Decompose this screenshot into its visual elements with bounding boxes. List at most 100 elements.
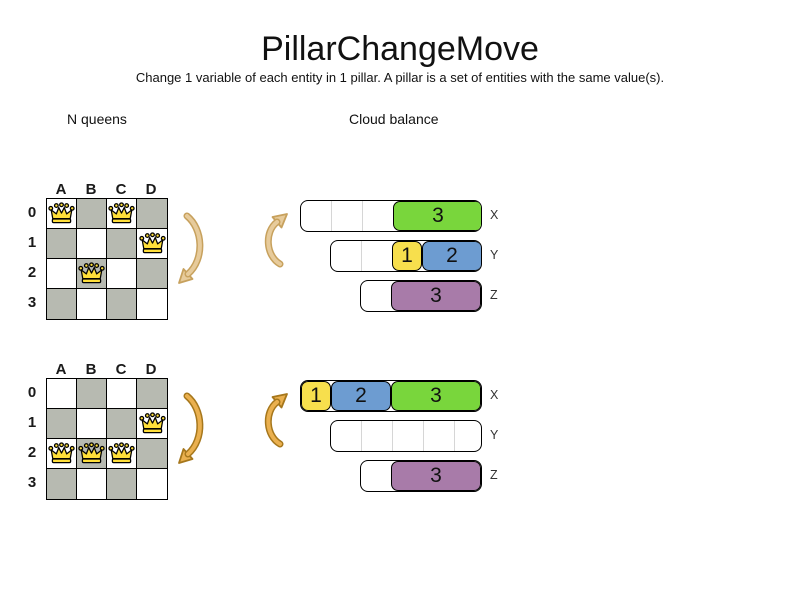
board-cell [107, 229, 137, 259]
board-cell-queen [107, 439, 137, 469]
board-cell [137, 469, 167, 499]
section-label-nqueens: N queens [67, 111, 127, 127]
row-label: 0 [27, 204, 37, 221]
empty-cell [454, 421, 481, 451]
board-cell [137, 199, 167, 229]
board-cell [77, 229, 107, 259]
board-cell [107, 379, 137, 409]
column-label: B [85, 181, 97, 198]
row-label: 2 [27, 444, 37, 461]
board-row-labels: 0 1 2 3 [22, 378, 42, 498]
pillar-move-up-arrow-icon [264, 393, 288, 448]
board-cell-queen [137, 409, 167, 439]
board-cell [47, 379, 77, 409]
board-cell-queen [77, 259, 107, 289]
board-column-headers: A B C D [46, 181, 166, 198]
computer-label: X [490, 388, 499, 402]
empty-cell [331, 241, 361, 271]
board-cell [107, 409, 137, 439]
board-cell [107, 259, 137, 289]
column-label: B [85, 361, 97, 378]
empty-cell [331, 421, 361, 451]
board-cell [107, 289, 137, 319]
board-cell [77, 199, 107, 229]
pillar-move-up-arrow-icon [264, 213, 288, 268]
board-cell-queen [47, 199, 77, 229]
page-title: PillarChangeMove [261, 30, 539, 68]
column-label: C [115, 361, 127, 378]
column-label: C [115, 181, 127, 198]
process-block: 3 [391, 461, 481, 491]
queen-icon [138, 232, 166, 254]
board-cell [47, 409, 77, 439]
board-cell-queen [137, 229, 167, 259]
queen-icon [48, 202, 75, 224]
board-cell [47, 289, 77, 319]
board-cell [137, 289, 167, 319]
queen-icon [78, 262, 105, 284]
empty-cell [361, 241, 392, 271]
process-block: 1 [392, 241, 422, 271]
row-label: 1 [27, 414, 37, 431]
cloud-bar-y [330, 420, 482, 452]
row-label: 3 [27, 294, 37, 311]
row-label: 0 [27, 384, 37, 401]
empty-cell [362, 201, 393, 231]
board-cell [47, 229, 77, 259]
computer-label: Z [490, 288, 498, 302]
column-label: A [55, 181, 67, 198]
board-cell-queen [77, 439, 107, 469]
computer-label: Z [490, 468, 498, 482]
queen-icon [108, 202, 135, 224]
board-cell-queen [107, 199, 137, 229]
process-block: 3 [391, 381, 481, 411]
process-block: 1 [301, 381, 331, 411]
board-grid [46, 198, 168, 320]
empty-cell [423, 421, 454, 451]
computer-label: X [490, 208, 499, 222]
board-cell [47, 259, 77, 289]
process-block: 2 [331, 381, 391, 411]
empty-cell [361, 461, 391, 491]
row-label: 3 [27, 474, 37, 491]
board-cell [107, 469, 137, 499]
column-label: A [55, 361, 67, 378]
board-cell [47, 469, 77, 499]
process-block: 3 [391, 281, 481, 311]
queen-icon [78, 442, 105, 464]
queen-icon [48, 442, 75, 464]
board-cell [77, 469, 107, 499]
board-cell [77, 289, 107, 319]
pillar-move-down-arrow-icon [178, 212, 204, 284]
pillar-move-down-arrow-icon [178, 392, 204, 464]
board-cell [77, 379, 107, 409]
row-label: 1 [27, 234, 37, 251]
process-block: 2 [422, 241, 481, 271]
page-subtitle: Change 1 variable of each entity in 1 pi… [135, 70, 665, 85]
empty-cell [301, 201, 331, 231]
board-cell [77, 409, 107, 439]
empty-cell [392, 421, 423, 451]
column-label: D [145, 181, 157, 198]
board-grid [46, 378, 168, 500]
process-block: 3 [393, 201, 481, 231]
computer-label: Y [490, 428, 499, 442]
queen-icon [108, 442, 135, 464]
board-cell [137, 379, 167, 409]
queen-icon [138, 412, 166, 434]
cloud-bar-z: 3 [360, 280, 482, 312]
empty-cell [331, 201, 362, 231]
empty-cell [361, 281, 391, 311]
